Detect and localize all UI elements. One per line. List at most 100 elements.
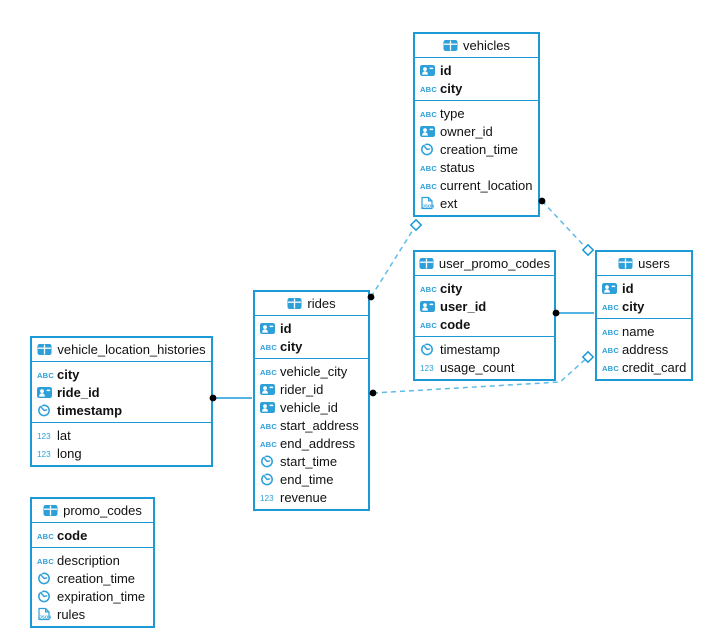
timestamp-type-icon [260,472,280,486]
column-row-id[interactable]: id [597,279,691,297]
column-row-id[interactable]: id [415,61,538,79]
column-row-creation_time[interactable]: creation_time [32,569,153,587]
uuid-type-icon [260,401,280,414]
column-row-owner_id[interactable]: owner_id [415,122,538,140]
column-name: vehicle_city [280,363,348,379]
text-type-icon: ABC [420,108,440,119]
svg-text:ABC: ABC [37,371,54,380]
column-row-timestamp[interactable]: timestamp [415,340,554,358]
table-icon [43,504,58,517]
table-name: users [638,256,670,271]
column-row-user_id[interactable]: user_id [415,297,554,315]
table-header[interactable]: users [597,252,691,276]
table-header[interactable]: promo_codes [32,499,153,523]
column-name: end_address [280,435,356,451]
table-icon [443,39,458,52]
json-type-icon: JSON [420,196,440,210]
column-row-id[interactable]: id [255,319,368,337]
column-row-timestamp[interactable]: timestamp [32,401,211,419]
column-row-rider_id[interactable]: rider_id [255,380,368,398]
text-type-icon: ABC [420,180,440,191]
svg-text:123: 123 [37,432,51,441]
column-name: code [57,527,88,543]
column-name: id [280,320,292,336]
table-icon [287,297,302,310]
relationship-rides-vehicles[interactable] [370,224,417,298]
timestamp-type-icon [37,571,57,585]
column-row-expiration_time[interactable]: expiration_time [32,587,153,605]
column-name: city [622,298,645,314]
svg-text:ABC: ABC [37,557,54,566]
column-row-vehicle_id[interactable]: vehicle_id [255,398,368,416]
column-name: revenue [280,489,327,505]
table-header[interactable]: rides [255,292,368,316]
svg-text:ABC: ABC [260,440,277,449]
table-icon [419,257,434,270]
table-header[interactable]: vehicle_location_histories [32,338,211,362]
text-type-icon: ABC [602,326,622,337]
uuid-type-icon [260,322,280,335]
number-type-icon: 123 [420,362,440,373]
column-name: start_address [280,417,359,433]
column-name: timestamp [57,402,123,418]
column-name: city [440,280,463,296]
table-name: vehicle_location_histories [57,342,206,357]
column-row-ride_id[interactable]: ride_id [32,383,211,401]
relationship-vehicles-users[interactable] [541,200,589,251]
svg-text:ABC: ABC [420,182,437,191]
column-row-start_time[interactable]: start_time [255,452,368,470]
table-name: vehicles [463,38,510,53]
column-name: rules [57,606,86,622]
column-name: ride_id [57,384,100,400]
column-row-end_time[interactable]: end_time [255,470,368,488]
column-name: city [440,80,463,96]
column-name: end_time [280,471,334,487]
svg-text:123: 123 [37,450,51,459]
svg-text:ABC: ABC [420,110,437,119]
column-row-creation_time[interactable]: creation_time [415,140,538,158]
text-type-icon: ABC [420,283,440,294]
timestamp-type-icon [260,454,280,468]
column-name: creation_time [57,570,136,586]
column-name: user_id [440,298,487,314]
svg-text:ABC: ABC [420,164,437,173]
table-header[interactable]: vehicles [415,34,538,58]
table-header[interactable]: user_promo_codes [415,252,554,276]
column-name: city [57,366,80,382]
